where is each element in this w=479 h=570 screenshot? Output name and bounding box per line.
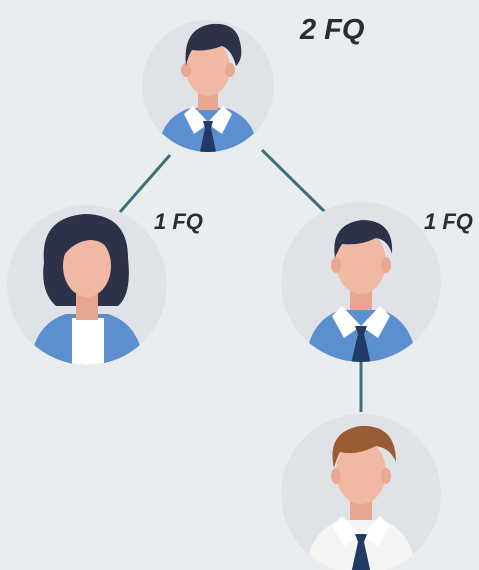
collar bbox=[332, 306, 390, 338]
ear-right bbox=[225, 63, 235, 77]
neck bbox=[350, 290, 372, 310]
node-label-top: 2 FQ bbox=[300, 14, 365, 46]
ear-left bbox=[331, 468, 341, 484]
ear-left bbox=[181, 63, 191, 77]
avatar-right bbox=[281, 202, 441, 362]
node-label-left: 1 FQ bbox=[154, 209, 203, 234]
tie-icon bbox=[351, 326, 371, 362]
ear-right bbox=[381, 468, 391, 484]
hair bbox=[332, 425, 396, 468]
connector-top-left bbox=[118, 154, 172, 213]
face bbox=[186, 40, 230, 96]
neck bbox=[350, 500, 372, 520]
connector-top-right bbox=[260, 148, 327, 214]
hair bbox=[334, 220, 393, 258]
front-hair bbox=[59, 226, 115, 262]
avatar-bottom bbox=[281, 414, 441, 570]
tie-icon bbox=[200, 121, 216, 152]
face bbox=[63, 235, 111, 297]
avatar-top bbox=[142, 20, 274, 152]
collar bbox=[184, 106, 232, 134]
ear-right bbox=[381, 257, 391, 273]
collar bbox=[332, 516, 390, 546]
avatar-left bbox=[7, 205, 167, 365]
node-label-right: 1 FQ bbox=[424, 209, 473, 234]
ear-left bbox=[331, 257, 341, 273]
face bbox=[336, 230, 386, 294]
hair bbox=[185, 23, 242, 66]
top-shirt bbox=[72, 318, 104, 365]
neck bbox=[198, 92, 218, 110]
face bbox=[336, 440, 386, 504]
neck bbox=[76, 294, 98, 320]
tie-icon bbox=[351, 534, 371, 570]
